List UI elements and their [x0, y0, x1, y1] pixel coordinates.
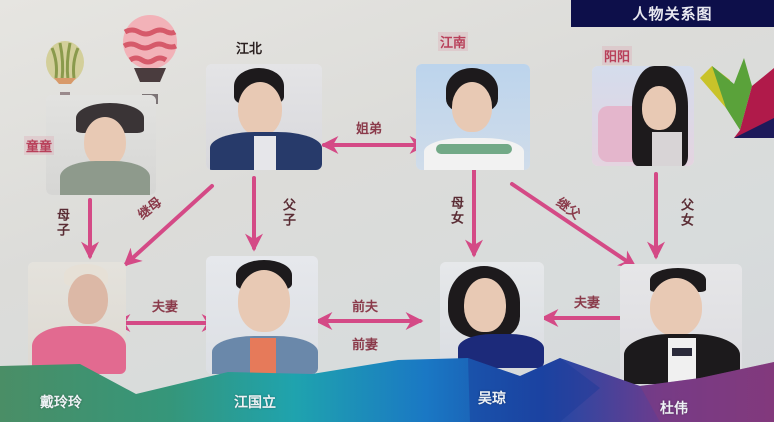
name-tongtong: 童童	[24, 136, 55, 155]
relation-label-siblings: 姐弟	[356, 122, 383, 137]
portrait-jiangbei	[206, 64, 322, 170]
bottom-color-band	[0, 358, 774, 422]
relation-label-stepfather: 继父	[552, 195, 583, 223]
portrait-jiangguoli	[206, 256, 318, 374]
relation-label-mother-son: 母子	[54, 208, 69, 238]
relation-label-ex-wife: 前妻	[352, 338, 379, 353]
name-jiangbei: 江北	[236, 42, 263, 57]
name-linglingling: 戴玲玲	[40, 395, 82, 411]
portrait-yangyang	[592, 66, 694, 166]
relation-label-ex-husband: 前夫	[352, 300, 379, 315]
relation-label-spouses-left: 夫妻	[152, 300, 179, 315]
relation-label-father-son: 父子	[280, 198, 295, 228]
name-wuqiong: 吴琼	[478, 391, 506, 407]
relation-label-stepmother: 继母	[135, 194, 166, 224]
portrait-tongtong	[46, 95, 156, 195]
portrait-wuqiong	[440, 262, 544, 368]
relation-label-spouses-right: 夫妻	[574, 296, 601, 311]
name-duwei: 杜伟	[660, 401, 688, 417]
relation-label-father-daughter: 父女	[678, 198, 693, 228]
hot-air-balloon-pink-icon	[122, 15, 178, 104]
diagram-title: 人物关系图	[571, 0, 774, 27]
portrait-jiangnan	[416, 64, 530, 170]
hot-air-balloon-green-icon	[46, 41, 84, 99]
name-jiangguoli: 江国立	[234, 395, 276, 411]
name-jiangnan: 江南	[438, 32, 469, 51]
relation-label-mother-daughter: 母女	[448, 196, 463, 226]
name-yangyang: 阳阳	[602, 46, 633, 65]
origami-crane-icon	[700, 58, 774, 138]
portrait-duwei	[620, 264, 742, 384]
